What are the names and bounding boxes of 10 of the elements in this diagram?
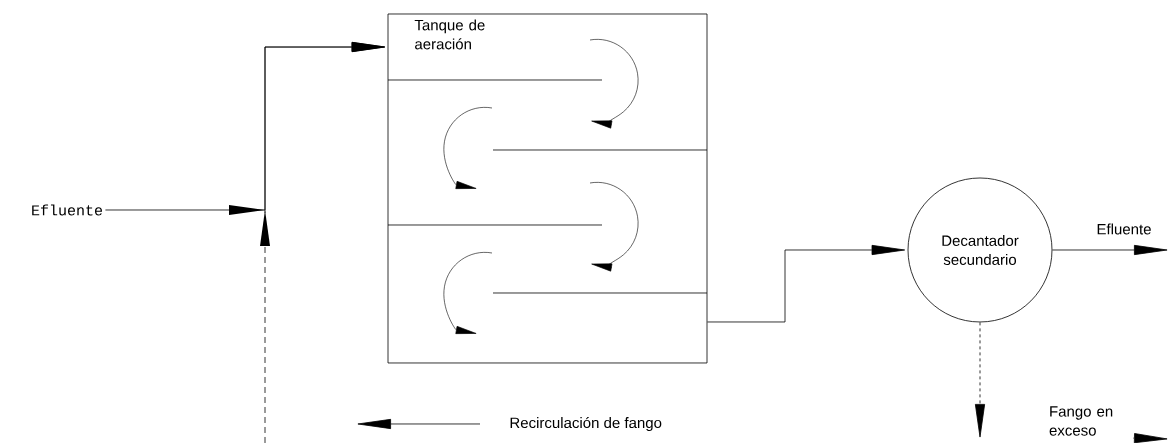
flow-label: Efluente	[32, 204, 102, 216]
arrow	[1052, 244, 1168, 256]
flow-label: Fango en exceso	[1049, 406, 1113, 436]
arrow-label: Recirculación de fango	[510, 416, 662, 432]
arrow	[1133, 433, 1168, 443]
arrow	[974, 322, 986, 438]
tank-box: Tanque de aeración	[387, 13, 708, 364]
edge-label: Efluente	[1095, 222, 1153, 236]
arrow	[260, 41, 386, 443]
arrow	[707, 244, 906, 323]
